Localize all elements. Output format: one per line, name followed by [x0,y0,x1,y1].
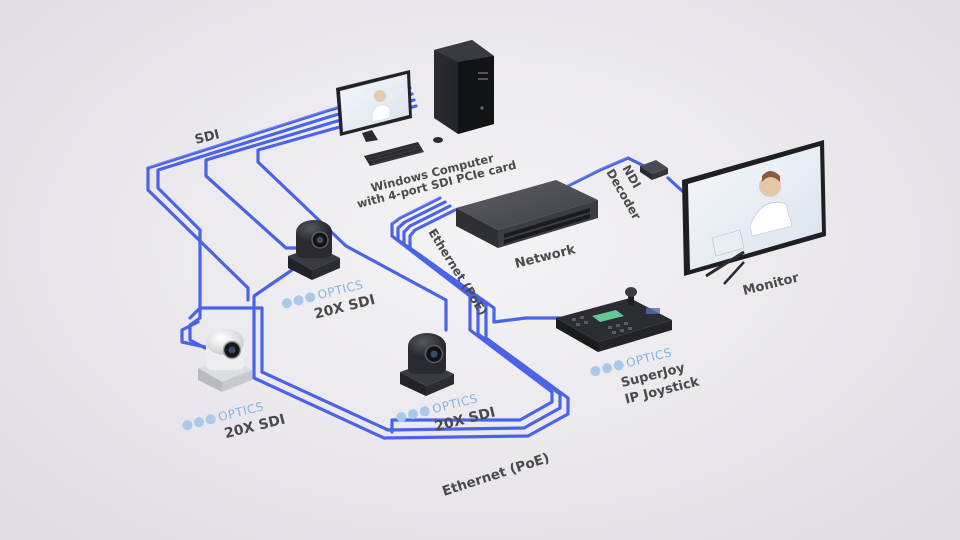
keyboard [364,142,424,166]
ethernet-poe-bottom-label: Ethernet (PoE) [440,450,551,500]
computer-monitor [336,70,412,142]
sdi-label: SDI [193,127,221,148]
camera-2-brand-icon [182,414,216,431]
camera-1-label: OPTICS 20X SDI [281,277,377,323]
poe-cable-1 [390,196,554,434]
camera-1-brand-icon [281,292,316,309]
poe-cable-2 [188,200,562,432]
network-label: Network [513,242,577,272]
camera-2-label: OPTICS 20X SDI [182,399,287,442]
joystick-screen [592,310,624,322]
doctor-face-small [374,90,386,102]
sdi-cable-4 [256,104,448,332]
poe-cable-3 [252,204,570,440]
joystick-buttons [572,316,632,334]
camera-3-brand-icon [396,406,430,423]
doctor-face-large [759,175,781,197]
joystick-label: OPTICS SuperJoy IP Joystick [590,345,701,407]
switch-ports [504,208,590,244]
computer-tower [434,40,494,134]
large-monitor [682,140,826,285]
ndi-decoder-device [640,160,668,180]
monitor-label: Monitor [741,270,801,299]
ptz-camera-2 [198,329,252,392]
poe-cable-4 [408,208,562,324]
windows-computer [336,40,494,166]
joystick-brand-icon [590,360,624,377]
ndi-decoder-label: NDI Decoder [603,163,643,223]
ethernet-poe-vertical-label: Ethernet (PoE) [425,226,490,318]
ptz-camera-1 [288,220,340,280]
ip-joystick-device [556,287,672,352]
network-switch [456,180,598,248]
mouse [433,137,443,143]
keyboard-keys [367,144,424,165]
sdi-cable-white-cam [180,320,212,350]
ptz-camera-3 [400,333,454,396]
sdi-cable-2 [156,92,414,350]
